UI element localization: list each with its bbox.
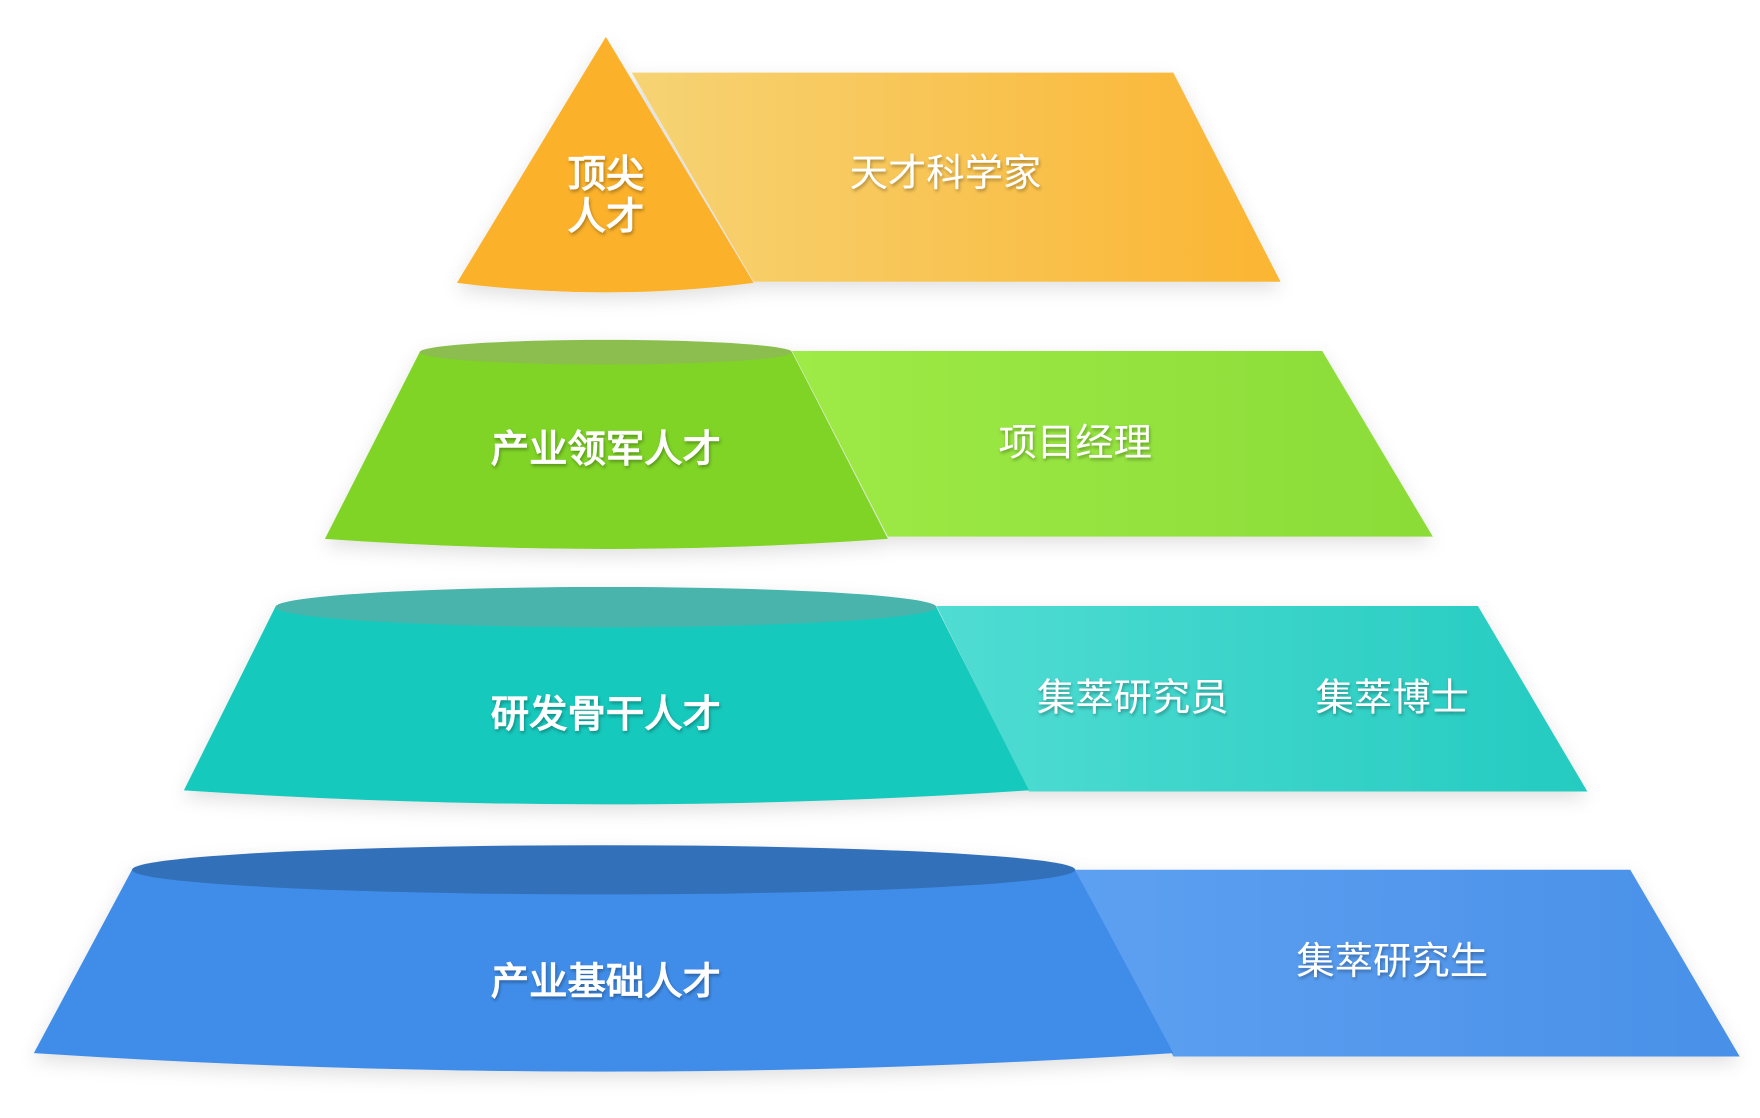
tier-3-example-2: 集萃博士	[1316, 676, 1469, 720]
tier-industry-leader	[324, 339, 1433, 549]
tier-1-label-line1: 顶尖	[568, 153, 645, 197]
tier-4-banner	[1075, 869, 1740, 1057]
tier-2-banner	[792, 351, 1433, 537]
tier-2-example: 项目经理	[998, 422, 1151, 466]
tier-rd-backbone	[183, 586, 1588, 805]
tier-3-label: 研发骨干人才	[491, 693, 721, 737]
tier-3-banner	[936, 605, 1588, 792]
tier-2-label: 产业领军人才	[491, 428, 721, 472]
tier-industry-base	[33, 845, 1740, 1072]
tier-4-top	[132, 845, 1076, 895]
tier-1-label-line2: 人才	[568, 196, 645, 240]
tier-4-label: 产业基础人才	[491, 960, 721, 1004]
tier-2-top	[419, 339, 792, 365]
tier-top-talent	[456, 36, 1281, 293]
tier-4-cone	[33, 869, 1174, 1072]
tier-1-banner	[631, 72, 1281, 282]
tier-1-example: 天才科学家	[850, 152, 1042, 196]
tier-2-cone	[324, 352, 888, 549]
tier-3-example-1: 集萃研究员	[1037, 676, 1229, 720]
tier-1-cone	[456, 36, 754, 293]
tier-3-top	[275, 586, 937, 628]
tier-3-cone	[183, 607, 1029, 805]
tier-4-example: 集萃研究生	[1296, 940, 1488, 984]
